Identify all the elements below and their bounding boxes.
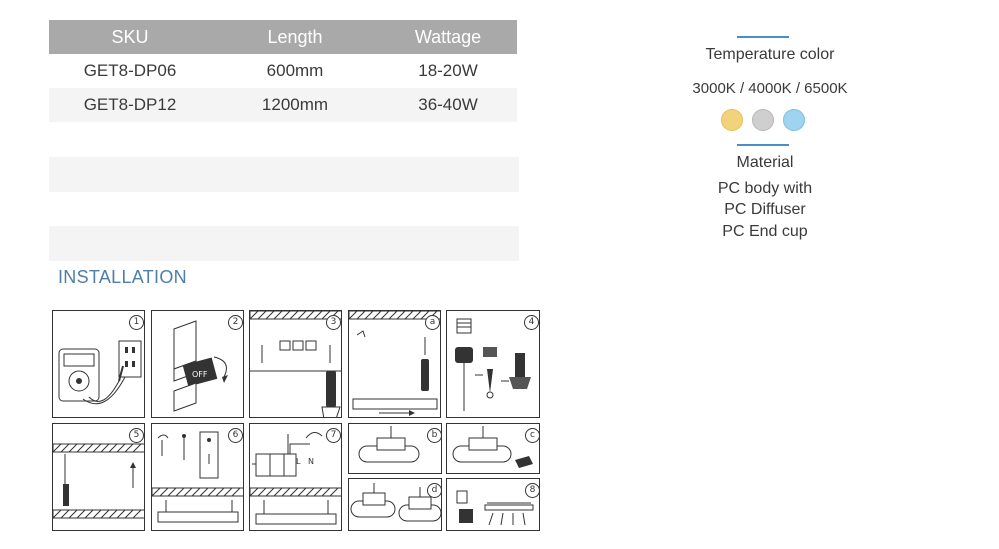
accent-divider [737, 36, 789, 38]
temperature-values: 3000K / 4000K / 6500K [692, 80, 848, 97]
step-8-panel: 8 [446, 478, 540, 531]
table-row: GET8-DP06 600mm 18-20W [49, 54, 517, 88]
wire-label-l: L [296, 457, 301, 466]
step-b-panel: b [348, 423, 442, 474]
cool-white-swatch [783, 109, 805, 131]
wattage-cell: 18-20W [418, 61, 478, 80]
material-label: Material [736, 154, 794, 171]
drill-ceiling-illustration [250, 311, 341, 417]
power-on-illustration [456, 490, 534, 526]
wiring-connection-illustration: L N [250, 432, 341, 525]
step-number: d [427, 483, 441, 498]
step-number: c [525, 428, 539, 443]
neutral-white-swatch [752, 109, 774, 131]
table-row: GET8-DP12 1200mm 36-40W [49, 88, 517, 122]
spec-table: SKU Length Wattage GET8-DP06 600mm 18-20… [49, 20, 517, 122]
sku-cell: GET8-DP12 [83, 95, 177, 114]
switch-off-label: OFF [192, 370, 208, 379]
sku-cell: GET8-DP06 [83, 61, 177, 80]
step-number: 5 [129, 428, 144, 443]
step-number: 3 [326, 315, 341, 330]
power-switch-off-illustration: OFF [173, 320, 228, 412]
hang-fixture-illustration [152, 431, 243, 523]
table-header-row: SKU Length Wattage [49, 20, 517, 54]
installation-title: INSTALLATION [58, 267, 187, 287]
step-1-panel: 1 [52, 310, 145, 418]
step-d-panel: d [348, 478, 442, 531]
tube-clip-illustration [358, 426, 420, 463]
screw-anchor-illustration [455, 318, 531, 411]
step-number: 8 [525, 483, 539, 498]
column-header-wattage: Wattage [414, 26, 482, 47]
step-number: 1 [129, 315, 144, 330]
material-line: PC body with [717, 180, 813, 197]
step-6-panel: 6 [151, 423, 244, 531]
double-tube-clip-illustration [350, 483, 441, 522]
material-line: PC Diffuser [724, 201, 806, 218]
step-4-panel: 4 [446, 310, 540, 418]
mount-bracket-illustration [349, 311, 440, 416]
step-number: b [427, 428, 441, 443]
tube-clip-detail-illustration [452, 426, 533, 468]
length-cell: 1200mm [261, 95, 329, 114]
step-5-panel: 5 [52, 423, 145, 531]
step-7-panel: L N 7 [249, 423, 342, 531]
material-line: PC End cup [722, 223, 808, 240]
wire-label-n: N [308, 457, 314, 466]
step-number: 2 [228, 315, 243, 330]
column-header-length: Length [267, 26, 323, 47]
step-3-panel: 3 [249, 310, 342, 418]
step-number: 6 [228, 428, 243, 443]
step-number: 7 [326, 428, 341, 443]
warm-white-swatch [721, 109, 743, 131]
multimeter-outlet-illustration [58, 340, 142, 405]
length-cell: 600mm [266, 61, 324, 80]
accent-divider [737, 144, 789, 146]
ceiling-drill-illustration [53, 443, 144, 519]
temperature-color-label: Temperature color [705, 46, 835, 63]
empty-table-row [49, 157, 519, 192]
wattage-cell: 36-40W [418, 95, 478, 114]
empty-table-row [49, 226, 519, 261]
step-number: 4 [524, 315, 539, 330]
step-c-panel: c [446, 423, 540, 474]
column-header-sku: SKU [111, 26, 149, 47]
step-2-panel: OFF 2 [151, 310, 244, 418]
step-a-panel: a [348, 310, 441, 418]
step-number: a [425, 315, 440, 330]
